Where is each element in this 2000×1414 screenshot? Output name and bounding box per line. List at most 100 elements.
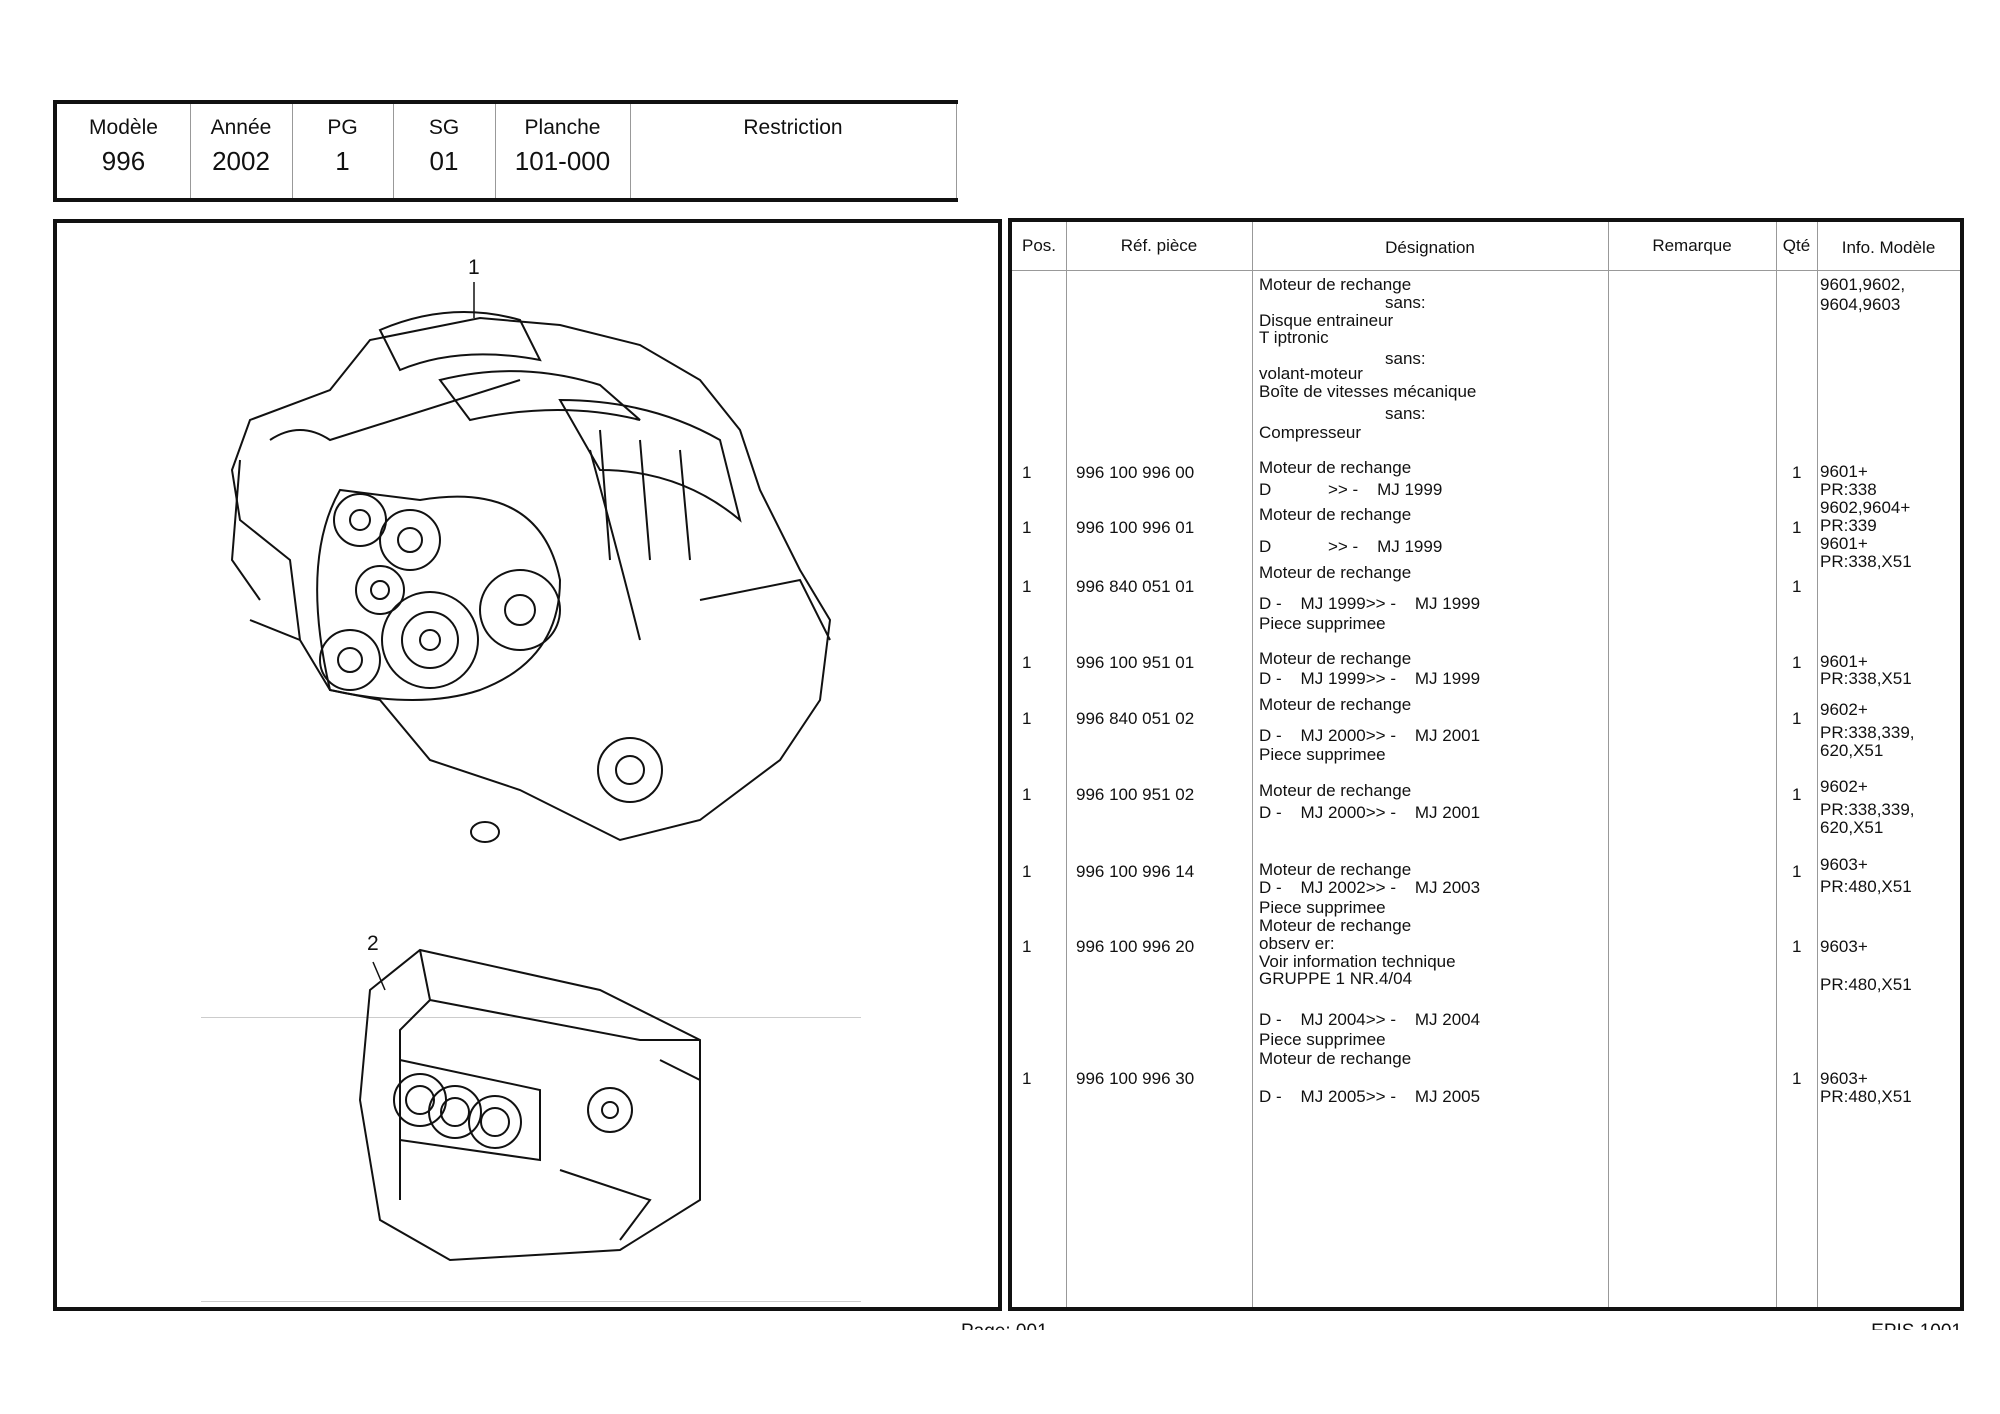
engine-illustration[interactable]	[0, 0, 1000, 1310]
row-quantity: 1	[1792, 862, 1802, 881]
model-info-line: 9602,9604+	[1820, 498, 1911, 517]
row-part-number: 996 100 996 30	[1076, 1069, 1195, 1088]
column-divider	[1776, 222, 1777, 1307]
row-quantity: 1	[1792, 577, 1802, 596]
header-value: 1	[335, 146, 350, 176]
header-col-pg: PG 1	[292, 104, 394, 198]
col-header-qty: Qté	[1782, 236, 1811, 255]
designation-line: Piece supprimee	[1259, 1030, 1386, 1049]
row-pos: 1	[1022, 518, 1032, 537]
column-divider	[1608, 222, 1609, 1307]
row-pos: 1	[1022, 577, 1032, 596]
designation-line: D - MJ 2000>> - MJ 2001	[1259, 803, 1481, 822]
model-info-line: PR:338,X51	[1820, 669, 1912, 688]
designation-line: D - MJ 2000>> - MJ 2001	[1259, 726, 1481, 745]
page-number: Page: 001	[961, 1321, 1048, 1330]
row-part-number: 996 840 051 02	[1076, 709, 1195, 728]
column-divider	[1066, 222, 1067, 1307]
row-quantity: 1	[1792, 937, 1802, 956]
designation-line: Moteur de rechange	[1259, 275, 1412, 294]
row-part-number: 996 100 996 20	[1076, 937, 1195, 956]
illustration-panel	[53, 219, 1002, 1311]
designation-line: Moteur de rechange	[1259, 916, 1412, 935]
row-quantity: 1	[1792, 785, 1802, 804]
header-label: SG	[428, 116, 460, 139]
designation-line: Moteur de rechange	[1259, 781, 1412, 800]
row-part-number: 996 100 996 14	[1076, 862, 1195, 881]
row-pos: 1	[1022, 463, 1032, 482]
designation-line: Boîte de vitesses mécanique	[1259, 382, 1477, 401]
model-info-line: PR:338	[1820, 480, 1877, 499]
designation-line: D - MJ 2004>> - MJ 2004	[1259, 1010, 1481, 1029]
designation-line: Compresseur	[1259, 423, 1362, 442]
designation-line: volant-moteur	[1259, 364, 1363, 383]
designation-line: Disque entraineur	[1259, 311, 1394, 330]
header-value: 01	[429, 146, 459, 176]
header-divider	[1012, 270, 1960, 271]
model-info-line: 9601+	[1820, 534, 1868, 553]
row-part-number: 996 100 951 01	[1076, 653, 1195, 672]
short-block-drawing	[358, 948, 701, 1262]
designation-line: GRUPPE 1 NR.4/04	[1259, 969, 1413, 988]
designation-line: Moteur de rechange	[1259, 695, 1412, 714]
row-pos: 1	[1022, 1069, 1032, 1088]
divider-line	[201, 1301, 861, 1302]
col-header-info: Info. Modèle	[1841, 238, 1936, 257]
col-header-pos: Pos.	[1021, 236, 1057, 255]
column-divider	[1817, 222, 1818, 1307]
designation-line: T iptronic	[1259, 328, 1329, 347]
row-pos: 1	[1022, 937, 1032, 956]
col-header-ref: Réf. pièce	[1120, 236, 1198, 255]
designation-line: Piece supprimee	[1259, 745, 1386, 764]
col-header-remark: Remarque	[1652, 236, 1732, 255]
row-part-number: 996 840 051 01	[1076, 577, 1195, 596]
column-divider	[1252, 222, 1253, 1307]
designation-line: Moteur de rechange	[1259, 563, 1412, 582]
model-info-line: PR:338,X51	[1820, 552, 1912, 571]
model-info-line: 9603+	[1820, 937, 1868, 956]
designation-line: D - MJ 2005>> - MJ 2005	[1259, 1087, 1481, 1106]
header-value: 996	[101, 146, 146, 176]
model-info-line: 9601,9602,	[1820, 275, 1906, 294]
model-info-line: PR:480,X51	[1820, 1087, 1912, 1106]
row-quantity: 1	[1792, 709, 1802, 728]
row-pos: 1	[1022, 709, 1032, 728]
model-info-line: PR:338,339,	[1820, 800, 1915, 819]
model-info-line: 9603+	[1820, 1069, 1868, 1088]
header-value: 2002	[212, 146, 270, 176]
model-info-line: 9602+	[1820, 700, 1868, 719]
divider-line	[201, 1017, 861, 1018]
model-info-line: 9601+	[1820, 652, 1868, 671]
row-part-number: 996 100 996 01	[1076, 518, 1195, 537]
parts-table: Pos. Réf. pièce Désignation Remarque Qté…	[1008, 218, 1964, 1311]
model-info-line: 9601+	[1820, 462, 1868, 481]
model-info-line: 620,X51	[1820, 818, 1884, 837]
row-quantity: 1	[1792, 1069, 1802, 1088]
designation-line: Moteur de rechange	[1259, 458, 1412, 477]
designation-line: Voir information technique	[1259, 952, 1456, 971]
designation-line: Moteur de rechange	[1259, 1049, 1412, 1068]
designation-line: D >> - MJ 1999	[1259, 537, 1443, 556]
model-info-line: 9604,9603	[1820, 295, 1901, 314]
header-col-model: Modèle 996	[57, 104, 191, 198]
header-label: Modèle	[89, 116, 158, 139]
designation-line: Moteur de rechange	[1259, 505, 1412, 524]
model-info-line: 9603+	[1820, 855, 1868, 874]
replacement-engine-drawing	[230, 282, 832, 843]
model-info-line: PR:338,339,	[1820, 723, 1915, 742]
designation-line: observ er:	[1259, 934, 1335, 953]
callout-2[interactable]: 2	[367, 932, 379, 955]
header-col-restriction: Restriction	[630, 104, 957, 198]
designation-line: sans:	[1385, 293, 1426, 312]
callout-1[interactable]: 1	[468, 256, 480, 279]
row-pos: 1	[1022, 785, 1032, 804]
designation-line: D - MJ 2002>> - MJ 2003	[1259, 878, 1481, 897]
row-part-number: 996 100 951 02	[1076, 785, 1195, 804]
designation-line: sans:	[1385, 404, 1426, 423]
header-col-sg: SG 01	[393, 104, 496, 198]
designation-line: Moteur de rechange	[1259, 860, 1412, 879]
model-info-line: PR:480,X51	[1820, 877, 1912, 896]
catalog-header: Modèle 996 Année 2002 PG 1 SG 01 Planche…	[53, 100, 958, 202]
designation-line: D - MJ 1999>> - MJ 1999	[1259, 669, 1481, 688]
designation-line: D >> - MJ 1999	[1259, 480, 1443, 499]
